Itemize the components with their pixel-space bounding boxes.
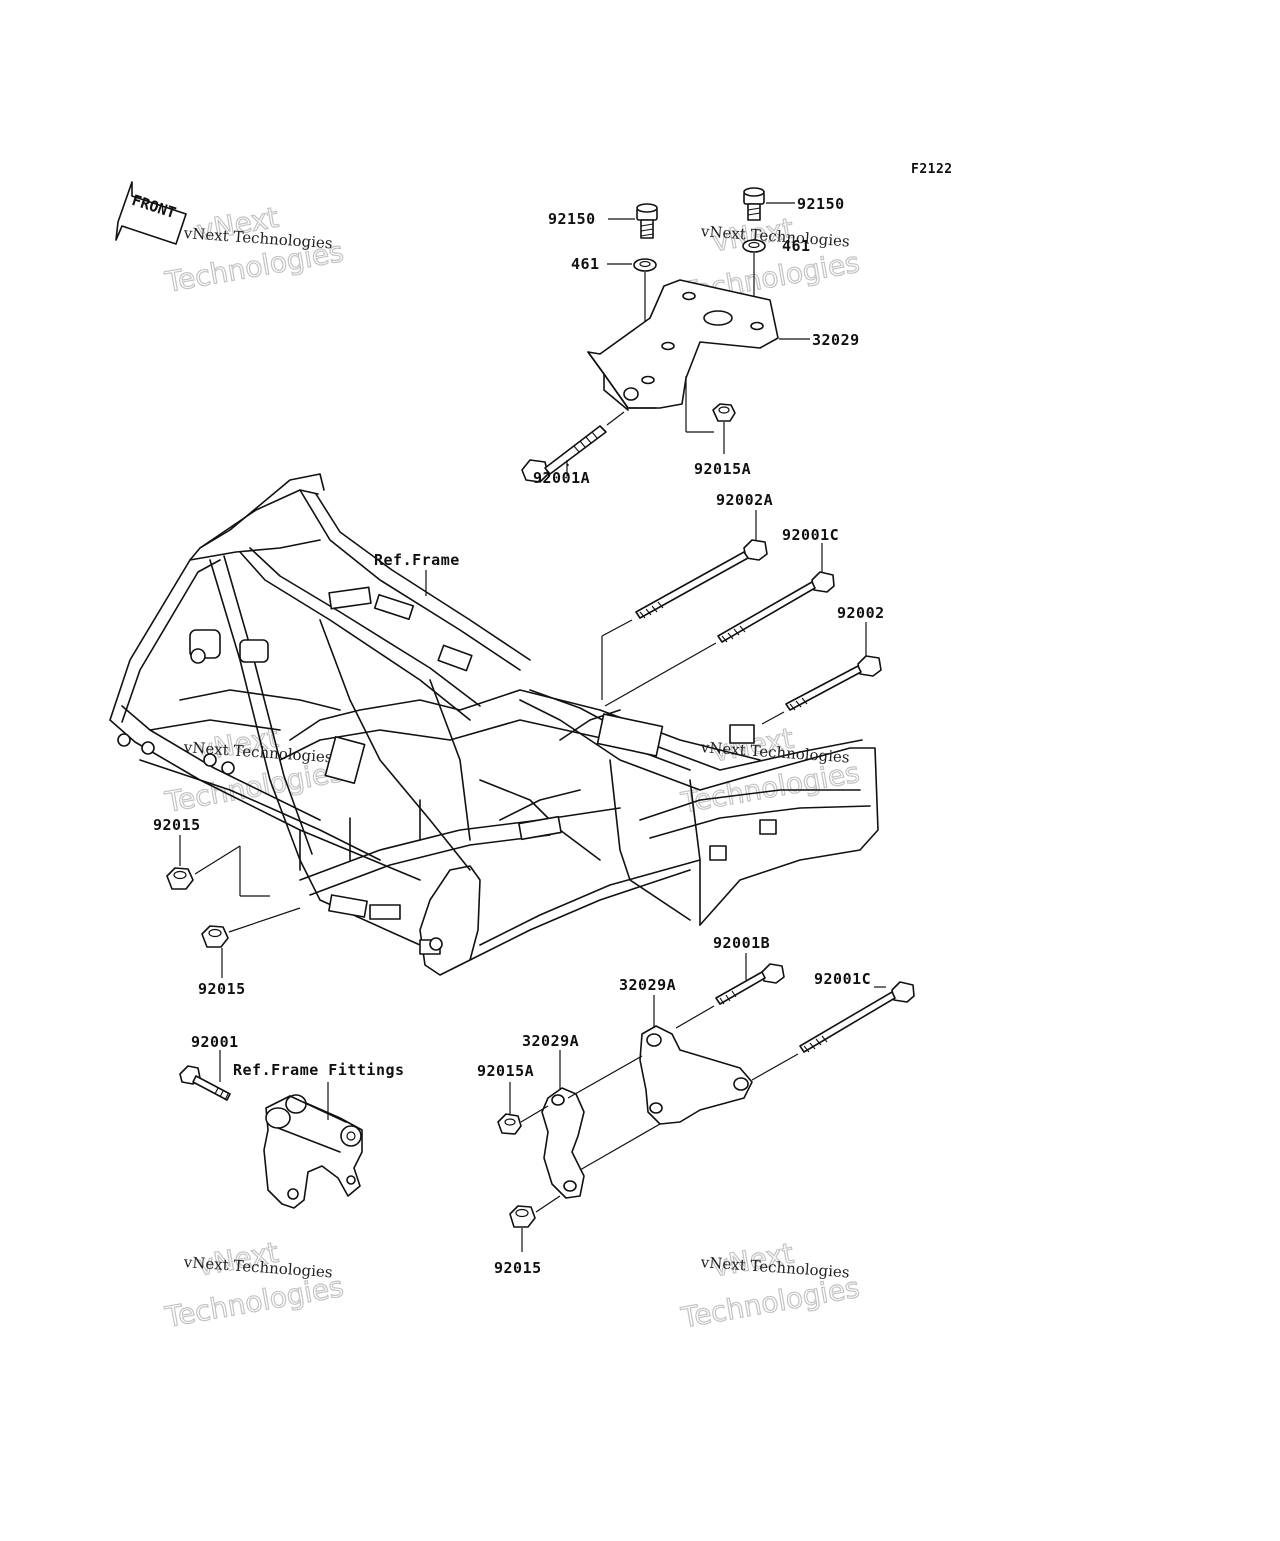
washer-461-left-icon <box>633 258 657 272</box>
bracket-32029A-left-icon <box>541 1087 585 1199</box>
bracket-32029A-right-icon <box>639 1025 753 1125</box>
leader-line <box>606 411 625 426</box>
watermark-mid-right: vNext Technologies <box>678 721 863 820</box>
label-92015-bottom: 92015 <box>494 1259 542 1277</box>
leader-line <box>604 642 717 707</box>
front-arrow-icon: FRONT <box>115 181 187 245</box>
label-92002A: 92002A <box>716 491 773 509</box>
leader-line <box>601 619 633 637</box>
label-92001B: 92001B <box>713 934 770 952</box>
ref-frame-fittings-label: Ref.Frame Fittings <box>233 1061 405 1079</box>
leader-line <box>675 1005 715 1029</box>
leader-line <box>535 1195 561 1213</box>
label-92150-right: 92150 <box>797 195 845 213</box>
nut-92015-upper-icon <box>166 867 194 890</box>
leader-line <box>751 1053 799 1081</box>
bolt-92001C-top-icon <box>717 571 835 643</box>
bolt-92001C-bottom-icon <box>799 981 915 1053</box>
label-92001A: 92001A <box>533 469 590 487</box>
label-92002: 92002 <box>837 604 885 622</box>
leader-line <box>579 1123 661 1171</box>
label-32029A-right: 32029A <box>619 976 676 994</box>
label-461-right: 461 <box>782 237 811 255</box>
leader-line <box>567 1055 643 1099</box>
bolt-92002A-icon <box>635 539 768 619</box>
leader-line <box>761 711 785 725</box>
label-92150-left: 92150 <box>548 210 596 228</box>
watermark-text: vNext Technologies <box>182 224 333 252</box>
leader-line <box>194 845 241 875</box>
figure-code: F2122 <box>911 162 953 177</box>
frame-fitting-icon <box>263 1094 363 1209</box>
label-92001C-top: 92001C <box>782 526 839 544</box>
nut-92015-lower-icon <box>201 925 229 948</box>
label-92015A-bottom: 92015A <box>477 1062 534 1080</box>
label-92015A-top: 92015A <box>694 460 751 478</box>
bolt-92002-icon <box>785 655 882 711</box>
bolt-92001A-icon <box>521 425 607 483</box>
nut-92015-bottom-icon <box>509 1205 536 1228</box>
label-92015-upper: 92015 <box>153 816 201 834</box>
leader-line <box>520 1105 549 1123</box>
bolt-92001-icon <box>179 1065 231 1101</box>
label-461-left: 461 <box>571 255 600 273</box>
atv-frame-drawing <box>109 473 879 976</box>
washer-461-right-icon <box>742 239 766 253</box>
bracket-32029-icon <box>587 279 779 411</box>
ref-frame-label: Ref.Frame <box>374 551 460 569</box>
nut-92015A-bottom-icon <box>497 1113 522 1135</box>
bolt-92150-right-icon <box>743 187 765 221</box>
watermark-bottom-right: vNext Technologies <box>678 1236 863 1335</box>
label-92001: 92001 <box>191 1033 239 1051</box>
label-32029: 32029 <box>812 331 860 349</box>
label-32029A-left: 32029A <box>522 1032 579 1050</box>
label-92001C-bottom: 92001C <box>814 970 871 988</box>
leader-line <box>228 907 301 933</box>
bolt-92001B-icon <box>715 963 785 1005</box>
label-92015-lower: 92015 <box>198 980 246 998</box>
nut-92015A-top-icon <box>712 403 736 422</box>
bolt-92150-left-icon <box>636 203 658 239</box>
